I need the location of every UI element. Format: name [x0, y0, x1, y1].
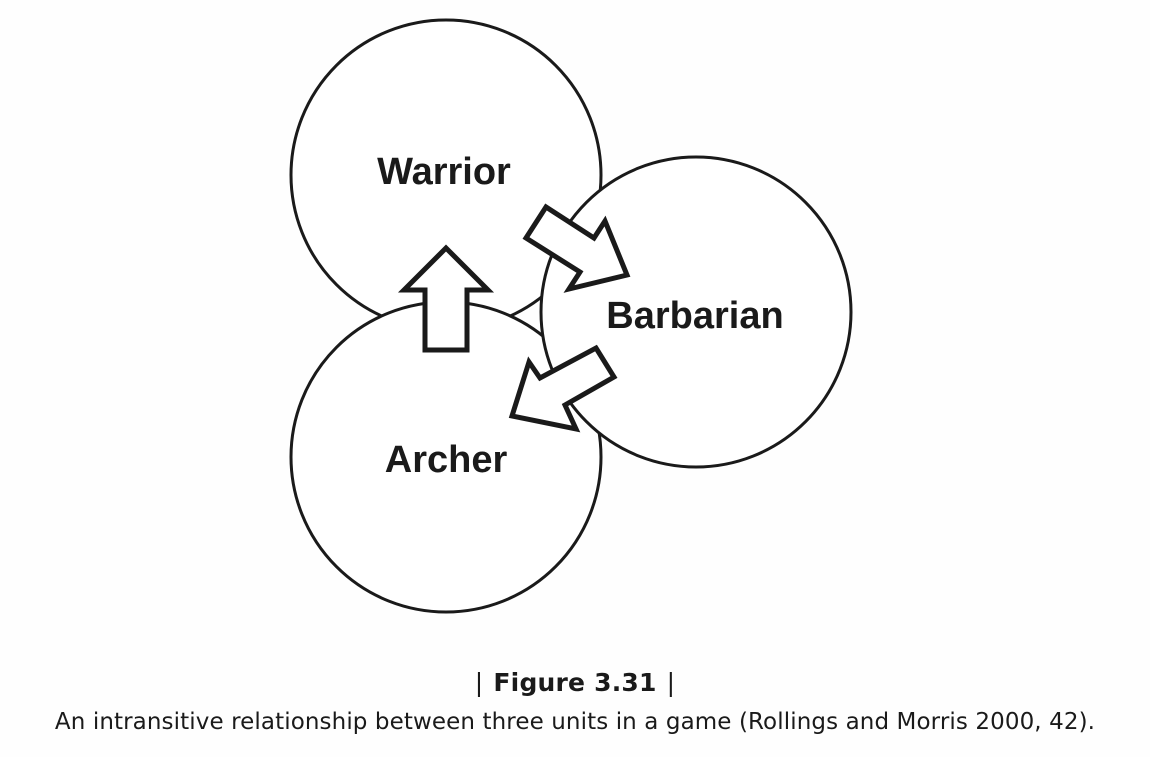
- archer-label: Archer: [385, 439, 508, 481]
- warrior-beats-barbarian-arrow: [522, 203, 631, 293]
- figure-number-text: Figure 3.31: [493, 668, 657, 697]
- barbarian-label: Barbarian: [606, 295, 783, 337]
- barbarian-beats-archer-arrow: [508, 344, 618, 433]
- archer-beats-warrior-arrow: [397, 244, 495, 353]
- left-bar-divider: |: [474, 668, 484, 697]
- figure-caption: An intransitive relationship between thr…: [54, 709, 1096, 735]
- right-bar-divider: |: [666, 668, 676, 697]
- figure-caption-block: | Figure 3.31 | An intransitive relationsh…: [0, 668, 1150, 735]
- warrior-label: Warrior: [377, 151, 511, 193]
- intransitive-diagram: Warrior Barbarian Archer: [289, 18, 853, 614]
- figure-number: | Figure 3.31 |: [0, 668, 1150, 697]
- barbarian-circle: [539, 155, 853, 469]
